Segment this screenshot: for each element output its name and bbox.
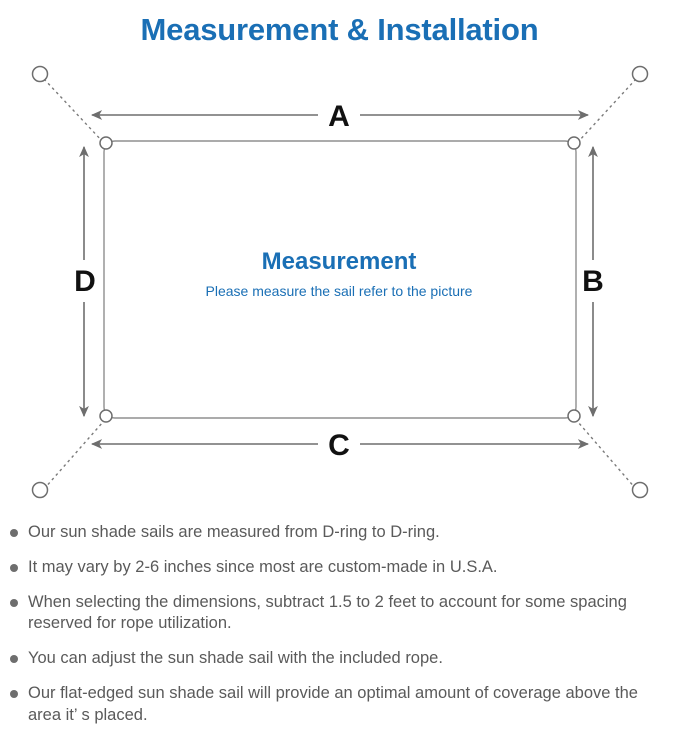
list-item: When selecting the dimensions, subtract … bbox=[0, 592, 679, 636]
bullet-dot-icon bbox=[10, 689, 18, 698]
d-rings bbox=[99, 136, 581, 423]
list-item-text: It may vary by 2-6 inches since most are… bbox=[28, 557, 498, 576]
rope-lines bbox=[43, 78, 637, 490]
d-ring-bottom-left bbox=[99, 409, 113, 423]
bullet-dot-icon bbox=[10, 529, 18, 537]
bullet-dot-icon bbox=[10, 655, 18, 664]
anchor-point-top-left bbox=[31, 65, 49, 83]
rope-bottom-right bbox=[577, 421, 637, 490]
notes-list: Our sun shade sails are measured from D-… bbox=[0, 522, 679, 739]
page-title: Measurement & Installation bbox=[140, 12, 539, 47]
dimension-label-b: B bbox=[582, 265, 604, 298]
list-item: Our sun shade sails are measured from D-… bbox=[0, 522, 679, 544]
rope-top-right bbox=[577, 78, 637, 143]
dimension-label-d: D bbox=[74, 265, 96, 298]
anchor-point-top-right bbox=[631, 65, 649, 83]
diagram-caption-subtitle: Please measure the sail refer to the pic… bbox=[206, 283, 473, 299]
dimension-label-a: A bbox=[328, 100, 350, 133]
list-item-text: When selecting the dimensions, subtract … bbox=[28, 592, 627, 633]
anchor-point-bottom-left bbox=[31, 481, 49, 499]
sail-body bbox=[103, 140, 577, 419]
list-item: Our flat-edged sun shade sail will provi… bbox=[0, 683, 679, 727]
list-item-text: You can adjust the sun shade sail with t… bbox=[28, 649, 443, 668]
anchor-point-bottom-right bbox=[631, 481, 649, 499]
list-item-text: Our flat-edged sun shade sail will provi… bbox=[28, 683, 638, 724]
list-item: It may vary by 2-6 inches since most are… bbox=[0, 557, 679, 579]
rope-bottom-left bbox=[43, 421, 104, 490]
anchor-points bbox=[31, 65, 649, 499]
diagram-caption-title: Measurement bbox=[262, 248, 417, 275]
shade-sail-measurement-diagram: A C D B Measurement Please measure the s… bbox=[0, 52, 679, 512]
d-ring-top-left bbox=[99, 136, 113, 150]
dimension-label-c: C bbox=[328, 429, 350, 462]
bullet-dot-icon bbox=[10, 598, 18, 607]
rope-top-left bbox=[43, 78, 104, 143]
list-item: You can adjust the sun shade sail with t… bbox=[0, 648, 679, 670]
d-ring-bottom-right bbox=[567, 409, 581, 423]
list-item-text: Our sun shade sails are measured from D-… bbox=[28, 523, 440, 541]
d-ring-top-right bbox=[567, 136, 581, 150]
bullet-dot-icon bbox=[10, 563, 18, 572]
